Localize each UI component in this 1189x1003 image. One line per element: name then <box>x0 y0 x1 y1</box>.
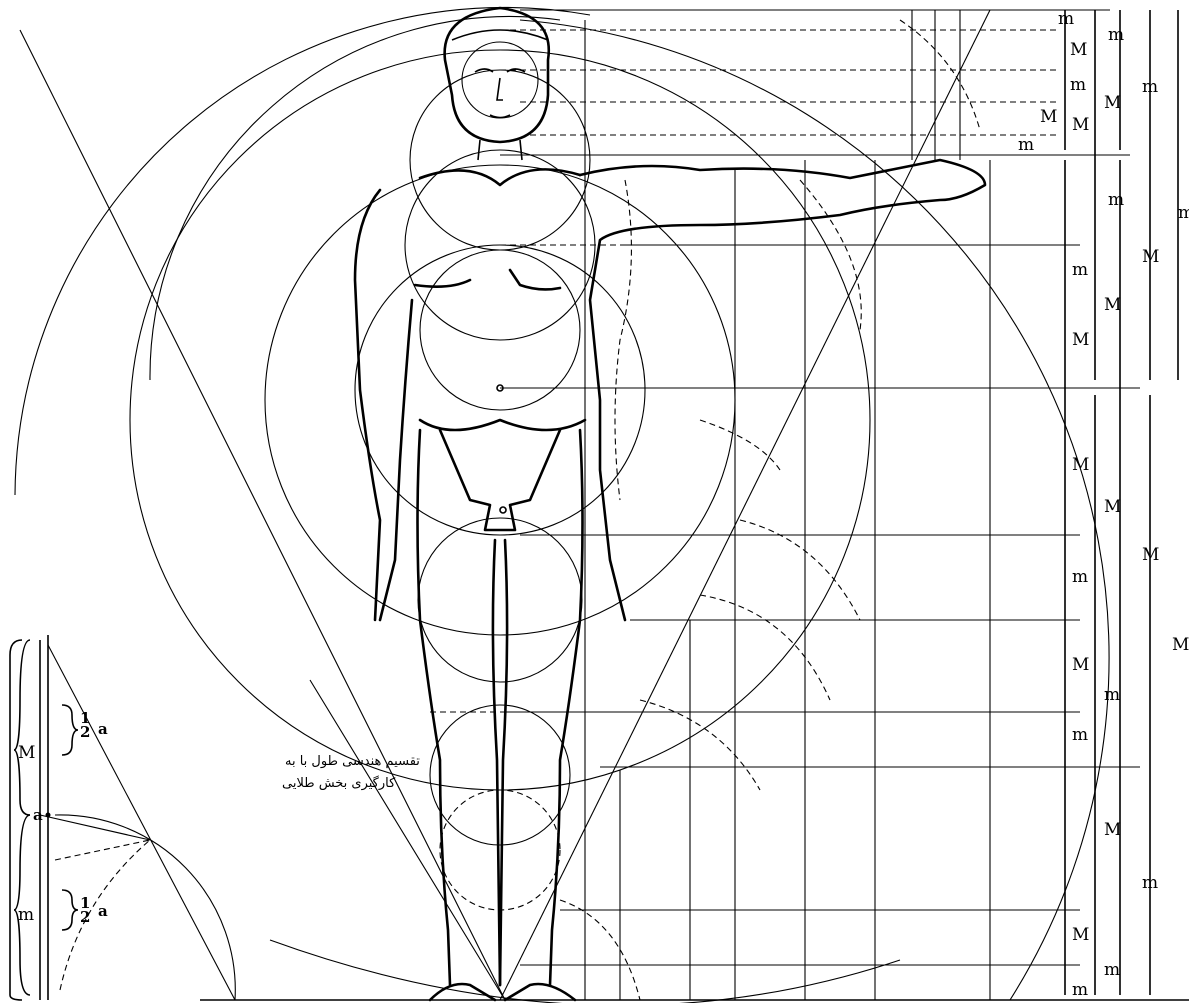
label-small: m <box>1178 203 1189 223</box>
label-big: M <box>1072 115 1089 135</box>
label-small: m <box>1072 980 1088 1000</box>
label-small: m <box>1072 725 1088 745</box>
label-small: m <box>1142 873 1158 893</box>
head-outline <box>445 8 549 142</box>
diagonal-line-right <box>500 10 990 1000</box>
label-big: M <box>1072 455 1089 475</box>
right-arm-dashed-outline <box>615 180 631 500</box>
hairline <box>452 30 548 40</box>
mid-circle <box>265 165 735 635</box>
right-leg-inner <box>500 540 507 985</box>
inset-point-a <box>46 813 51 818</box>
label-small: m <box>1108 25 1124 45</box>
arc-dashed-2 <box>700 420 780 470</box>
chest-lines <box>415 270 560 289</box>
inset-label-small: m <box>18 905 34 925</box>
right-leg-outer <box>550 430 583 985</box>
label-big: M <box>1104 295 1121 315</box>
label-big: M <box>1104 497 1121 517</box>
inset-half-brace-bottom <box>62 890 78 930</box>
label-big: M <box>1072 925 1089 945</box>
inset-diagonal <box>48 645 235 1000</box>
arc-dashed-4 <box>700 595 830 700</box>
inset-half-den-top: 2 <box>80 723 90 741</box>
inset-half-den-bottom: 2 <box>80 908 90 926</box>
label-small: m <box>1104 960 1120 980</box>
label-small: m <box>1142 77 1158 97</box>
label-small: m <box>1018 135 1034 155</box>
caption-line-2: کارگیری بخش طلایی <box>282 775 396 791</box>
label-big: M <box>1072 330 1089 350</box>
hip-line <box>420 420 585 430</box>
arc-dashed-5 <box>640 700 760 790</box>
label-small: m <box>1108 190 1124 210</box>
left-leg-outer <box>418 430 451 985</box>
label-small: m <box>1058 9 1074 29</box>
inset-half-brace-top <box>62 705 78 755</box>
circle-belly <box>420 250 580 410</box>
horizontal-guides <box>200 10 1189 1000</box>
label-big: M <box>1104 93 1121 113</box>
caption-line-1: تقسیم هندسی طول با به <box>285 754 420 769</box>
label-small: m <box>1072 567 1088 587</box>
construction-triangle <box>20 10 990 1000</box>
label-small: m <box>1104 685 1120 705</box>
inset-big-brace <box>14 640 30 815</box>
label-big: M <box>1142 545 1159 565</box>
left-leg-inner <box>493 540 500 985</box>
inset-half-a-bottom: a <box>98 902 108 920</box>
human-figure <box>355 8 985 1000</box>
inset-golden-section-diagram: M m a 1 2 a 1 2 a تقسیم هندسی طول با به … <box>10 635 420 1000</box>
vertical-guides <box>585 10 990 1000</box>
circle-shoulder <box>410 70 590 250</box>
inset-label-a: a <box>33 806 43 824</box>
diagonal-line-inner <box>310 680 505 1000</box>
left-arm-inner <box>380 300 412 620</box>
left-arm-outer <box>355 190 380 620</box>
inset-half-a-top: a <box>98 720 108 738</box>
arc-dashed-6 <box>560 900 640 1000</box>
label-big: M <box>1072 655 1089 675</box>
brace-labels: m M m m M M M m m m m M M M m M M M m M … <box>1018 9 1189 1000</box>
arc-left-inner <box>150 17 560 380</box>
inset-label-big: M <box>18 743 35 763</box>
label-big: M <box>1040 107 1057 127</box>
label-big: M <box>1070 40 1087 60</box>
label-big: M <box>1142 247 1159 267</box>
groin-dot <box>500 507 506 513</box>
arc-right-outer <box>520 20 1109 1000</box>
groin <box>440 430 560 530</box>
circle-thigh <box>418 518 582 682</box>
label-small: m <box>1070 75 1086 95</box>
label-small: m <box>1072 260 1088 280</box>
label-big: M <box>1104 820 1121 840</box>
construction-circles <box>15 8 1109 1003</box>
brace-columns <box>1065 10 1178 995</box>
right-arm <box>580 160 985 620</box>
circle-knee <box>430 705 570 845</box>
label-big: M <box>1172 635 1189 655</box>
nose <box>497 78 503 100</box>
